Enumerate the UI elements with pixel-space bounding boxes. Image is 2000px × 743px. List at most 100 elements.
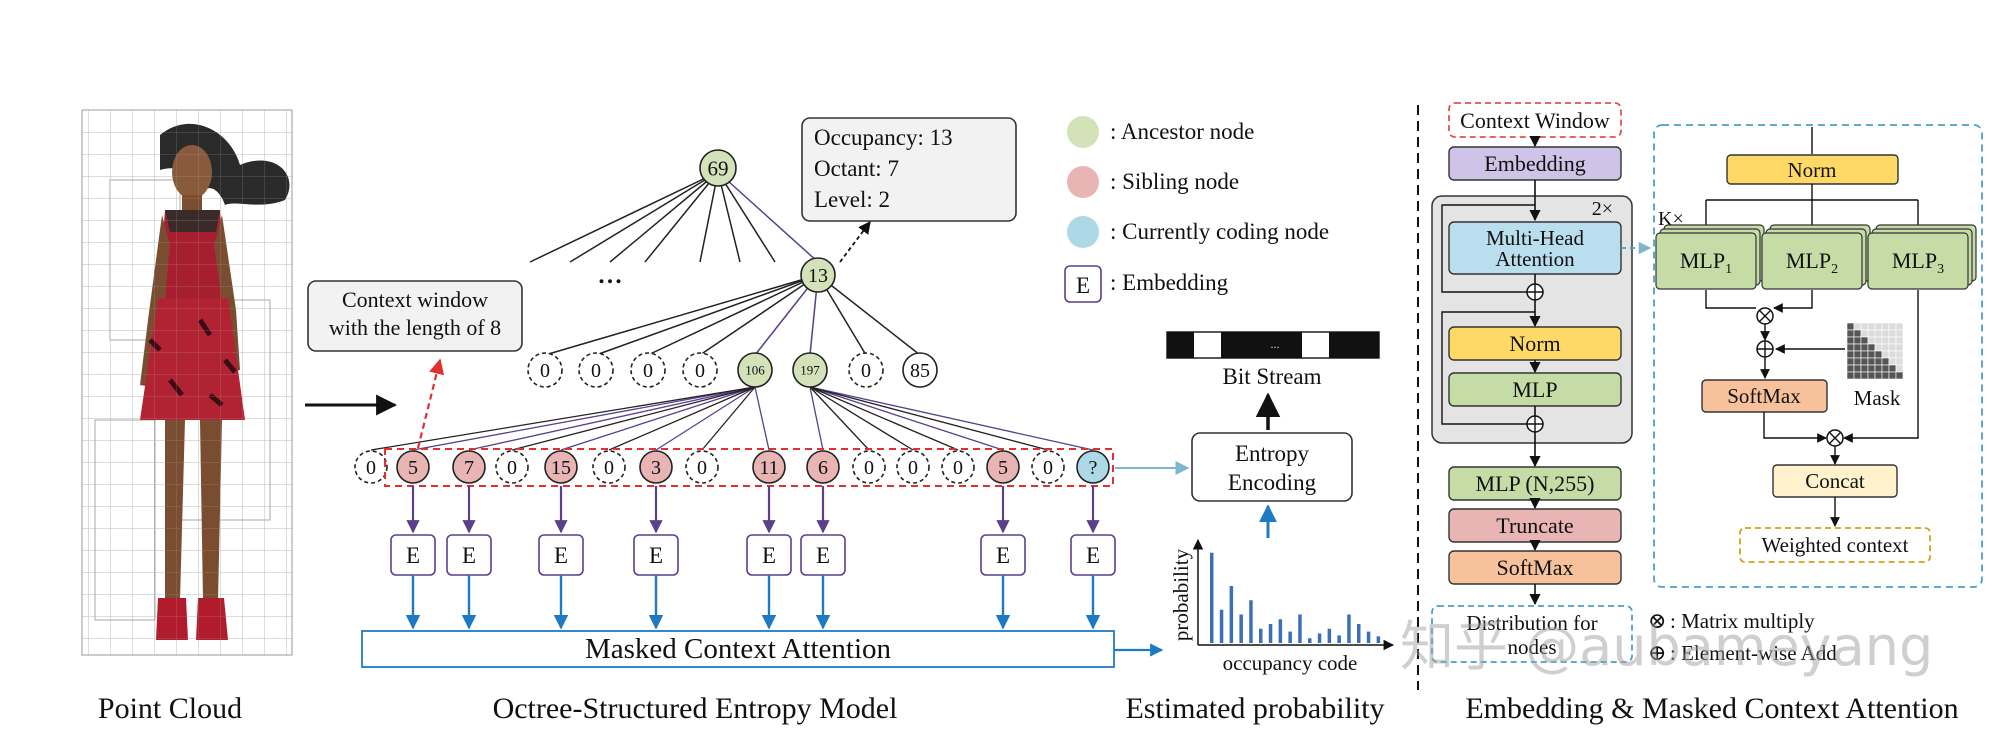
arch-mha-line2: Attention <box>1495 247 1575 271</box>
context-window-label-line2: with the length of 8 <box>329 315 501 340</box>
mask-cell-6-7 <box>1895 364 1904 373</box>
mask-cell-2-5 <box>1881 336 1890 345</box>
entropy-encoding-line2: Encoding <box>1228 470 1317 495</box>
histogram-bar-16 <box>1366 631 1371 643</box>
op-matmul-symbol: ⊗ <box>1648 608 1666 633</box>
histogram-bar-7 <box>1278 619 1283 643</box>
histogram-bar-4 <box>1249 600 1253 643</box>
mask-cell-7-3 <box>1867 371 1876 380</box>
mask-cell-4-0 <box>1846 350 1855 359</box>
histogram-bar-3 <box>1239 614 1243 643</box>
mask-cell-7-4 <box>1874 371 1883 380</box>
tree-level1-node-label: 13 <box>808 265 828 287</box>
mask-cell-7-2 <box>1860 371 1869 380</box>
embedding-symbol-9: E <box>816 543 830 568</box>
mask-cell-6-1 <box>1853 364 1862 373</box>
mask-cell-1-7 <box>1895 329 1904 338</box>
mask-cell-2-3 <box>1867 336 1876 345</box>
tree-level2-node-7 <box>902 352 938 388</box>
entropy-encoding-box: Entropy Encoding <box>1191 432 1353 502</box>
embedding-symbol-2: E <box>462 543 476 568</box>
detail-concat-label: Concat <box>1805 469 1865 493</box>
histogram-bar-2 <box>1229 586 1234 643</box>
tree-level3-node-14 <box>1031 450 1065 484</box>
tree-level3-node-4 <box>544 450 578 484</box>
label-entropy-model: Octree-Structured Entropy Model <box>493 692 898 725</box>
mask-cell-0-3 <box>1867 322 1876 331</box>
embedding-symbol-4: E <box>554 543 568 568</box>
mask-cell-3-6 <box>1888 343 1897 352</box>
tree-level3-node-8-label: 11 <box>759 457 778 479</box>
mask-cell-4-5 <box>1881 350 1890 359</box>
histogram-bar-11 <box>1317 633 1322 643</box>
tree-edges <box>529 171 921 356</box>
mlp-stack-layer-0-0 <box>1655 232 1757 290</box>
tree-level2-node-5 <box>792 352 828 388</box>
tree-level3-node-12-label: 0 <box>953 457 963 479</box>
mask-cell-5-3 <box>1867 357 1876 366</box>
mask-cell-2-7 <box>1895 336 1904 345</box>
histogram-bar-10 <box>1308 638 1312 643</box>
histogram-bar-15 <box>1357 624 1361 643</box>
distribution-box <box>1431 605 1633 663</box>
histogram-bar-0 <box>1210 552 1214 643</box>
mask-cell-5-7 <box>1895 357 1904 366</box>
embedding-symbol-1: E <box>406 543 420 568</box>
mask-cell-6-2 <box>1860 364 1869 373</box>
tree-level3-node-4-label: 15 <box>551 457 571 479</box>
op-add-text: : Element-wise Add <box>1670 641 1837 665</box>
tree-level3-node-10 <box>852 450 886 484</box>
detail-weighted-context-label: Weighted context <box>1761 533 1908 557</box>
mlp-stack-base-2: MLP <box>1892 248 1937 273</box>
tree-level3-node-6-label: 3 <box>651 457 661 479</box>
arch-context-window: Context Window <box>1460 108 1610 133</box>
tree-level2-node-3 <box>682 352 718 388</box>
label-attention-section: Embedding & Masked Context Attention <box>1465 692 1958 725</box>
tree-level3-node-7-label: 0 <box>697 457 707 479</box>
tree-level3-node-3-label: 0 <box>507 457 517 479</box>
tree-level2-node-1 <box>578 352 614 388</box>
tree-level3-node-0-label: 0 <box>366 457 376 479</box>
tree-level3-node-6 <box>639 450 673 484</box>
mask-cell-1-6 <box>1888 329 1897 338</box>
tree-level3-node-0 <box>354 450 388 484</box>
tree-ellipsis: ... <box>597 254 623 291</box>
label-estimated-probability: Estimated probability <box>1125 692 1384 725</box>
detail-mask-grid <box>1846 322 1904 380</box>
tree-level2-node-5-label: 197 <box>800 363 820 378</box>
mask-cell-2-0 <box>1846 336 1855 345</box>
mask-cell-2-1 <box>1853 336 1862 345</box>
tree-level3-node-1 <box>396 450 430 484</box>
entropy-encoding-line1: Entropy <box>1235 441 1310 466</box>
mask-cell-0-7 <box>1895 322 1904 331</box>
tree-level3-node-3 <box>495 450 529 484</box>
arch-mlp: MLP <box>1512 377 1557 402</box>
arch-distribution-line1: Distribution for <box>1466 611 1597 635</box>
mask-cell-0-5 <box>1881 322 1890 331</box>
mask-cell-5-1 <box>1853 357 1862 366</box>
op-matmul-text: : Matrix multiply <box>1670 609 1815 633</box>
embedding-symbol-13: E <box>996 543 1010 568</box>
mask-cell-1-0 <box>1846 329 1855 338</box>
histogram-bar-17 <box>1376 636 1381 643</box>
arch-mha-line1: Multi-Head <box>1486 226 1584 250</box>
embedding-symbol-8: E <box>762 543 776 568</box>
mask-cell-5-6 <box>1888 357 1897 366</box>
detail-norm-label: Norm <box>1788 158 1837 182</box>
histogram-bar-8 <box>1288 631 1292 643</box>
embedding-symbol-6: E <box>649 543 663 568</box>
mask-cell-7-1 <box>1853 371 1862 380</box>
tree-level1-node <box>800 257 836 293</box>
level3-edges <box>370 386 1094 451</box>
mask-cell-0-0 <box>1846 322 1855 331</box>
mlp-stack-layer-2-0 <box>1867 232 1969 290</box>
context-window-pointer <box>416 358 445 449</box>
tree-level3-node-5 <box>592 450 626 484</box>
mlp-stack-sub-0: 1 <box>1725 262 1732 277</box>
context-window-label-line1: Context window <box>342 287 488 312</box>
mask-cell-4-7 <box>1895 350 1904 359</box>
arch-truncate: Truncate <box>1496 513 1573 538</box>
